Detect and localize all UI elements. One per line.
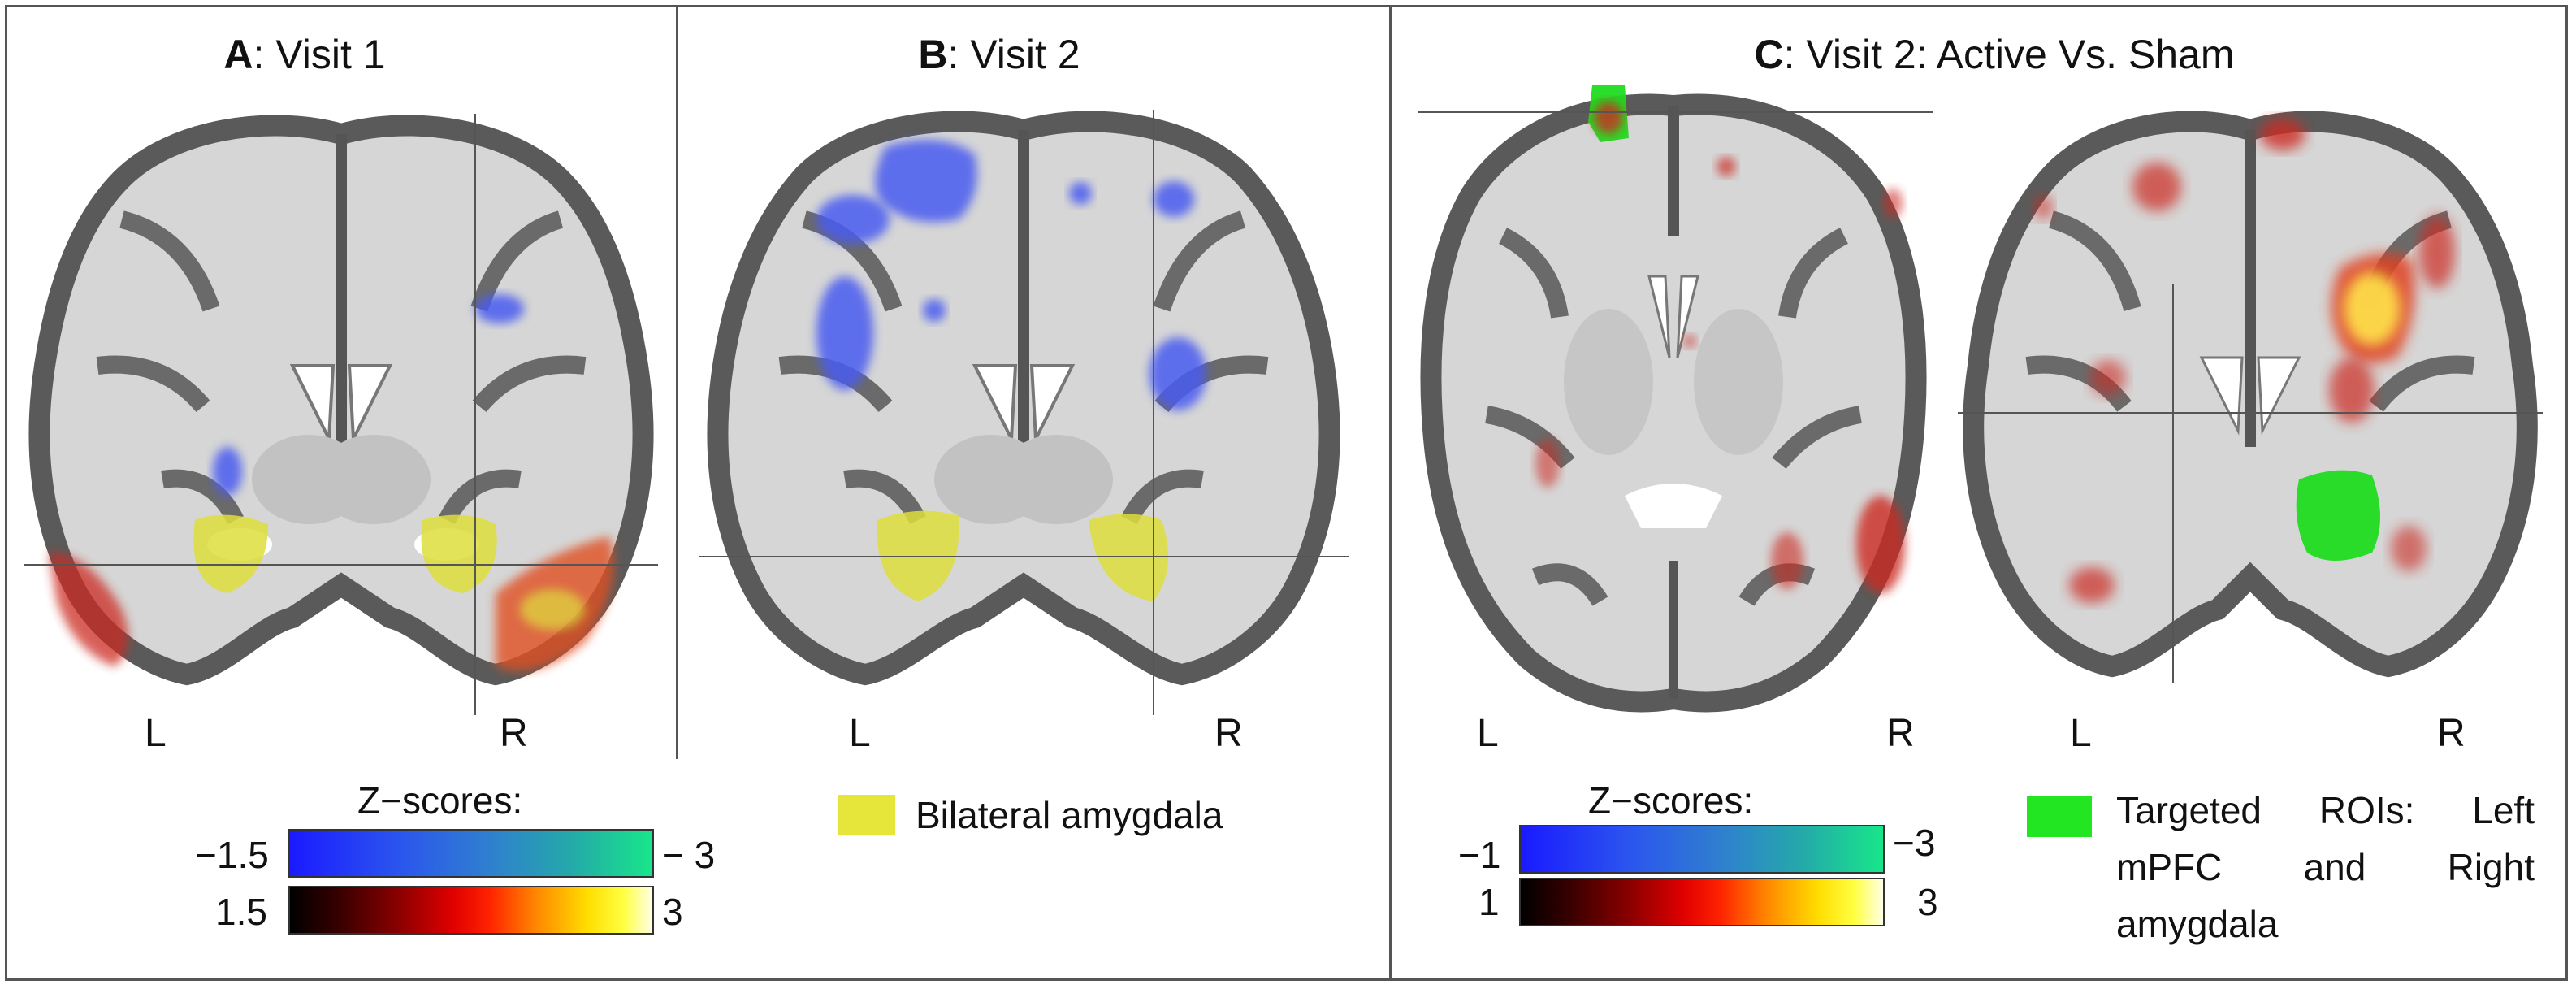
colorscale-1-neg-min: −1.5 (195, 834, 269, 876)
label-left-c1: L (1477, 712, 1499, 755)
label-right-a: R (500, 712, 528, 755)
colorscale-1-neg-max: − 3 (662, 834, 716, 876)
colorscale-2-negative-bar (1519, 825, 1885, 874)
label-left-c2: L (2070, 712, 2092, 755)
brain-coronal-active-vs-sham (1958, 111, 2543, 683)
label-left-b: L (849, 712, 871, 755)
brain-coronal-visit1 (24, 114, 658, 715)
colorscale-2-positive-bar (1519, 878, 1885, 926)
colorscale-2-title: Z−scores: (1588, 779, 1754, 822)
colorscale-2-pos-min: 1 (1478, 881, 1500, 923)
colorscale-2-neg-max: −3 (1893, 822, 1936, 864)
colorscale-2-pos-max: 3 (1917, 881, 1938, 923)
colorscale-1-title: Z−scores: (357, 779, 523, 822)
panel-b-title: B: Visit 2 (918, 32, 1080, 77)
colorscale-2-neg-min: −1 (1458, 834, 1501, 876)
legend-roi-line1: Targeted ROIs: Left (2116, 789, 2535, 831)
divider-bc (1389, 5, 1392, 981)
legend-roi-swatch (2027, 796, 2092, 837)
label-right-c2: R (2437, 712, 2466, 755)
colorscale-1-positive-bar (288, 886, 654, 935)
brain-coronal-visit2 (699, 110, 1349, 715)
colorscale-1-negative-bar (288, 829, 654, 878)
legend-amygdala-label: Bilateral amygdala (916, 794, 1223, 836)
legend-roi-line2: mPFC and Right (2116, 846, 2535, 888)
divider-ab (676, 5, 678, 759)
label-left-a: L (145, 712, 167, 755)
legend-roi-line3: amygdala (2116, 903, 2279, 945)
label-right-b: R (1214, 712, 1243, 755)
panel-c-title: C: Visit 2: Active Vs. Sham (1754, 32, 2235, 77)
legend-amygdala-swatch (838, 795, 895, 835)
colorscale-1-pos-max: 3 (662, 891, 683, 933)
colorscale-1-pos-min: 1.5 (215, 891, 267, 933)
label-right-c1: R (1886, 712, 1915, 755)
brain-axial-active-vs-sham (1418, 85, 1933, 713)
figure-frame (5, 5, 2568, 981)
panel-a-title: A: Visit 1 (223, 32, 386, 77)
